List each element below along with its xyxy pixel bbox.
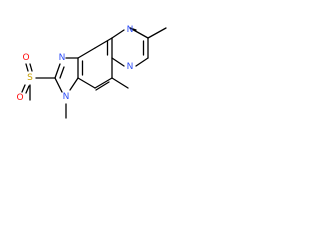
bond-s-o-top-a <box>25 63 29 72</box>
bond-c9a-c9b <box>77 47 96 59</box>
atom-nitrogen-pyrazine-top: N <box>127 25 134 35</box>
atom-oxygen-bottom: O <box>16 93 23 103</box>
bond-c9b-link <box>94 37 113 49</box>
bond-c5-c4-double <box>95 81 110 91</box>
atom-nitrogen-pyrazine-bottom: N <box>127 62 134 72</box>
bond-n-bottom-c3a <box>69 77 79 91</box>
bond-s-o-bottom-a <box>21 84 26 93</box>
atom-oxygen-top: O <box>22 53 29 63</box>
bond-c2-n-bottom <box>54 77 63 93</box>
atom-nitrogen-imidazole-top: N <box>59 53 66 63</box>
bond-c5-c4 <box>94 77 113 89</box>
bond-n-top-c2-double <box>59 66 65 79</box>
atom-label-layer: N N N N S O O <box>16 25 133 103</box>
bond-s-o-bottom-b <box>25 85 30 94</box>
bond-n-bottom-c5a <box>111 57 125 67</box>
molecule-structure: N N N N S O O <box>16 25 167 119</box>
bond-n-top-c8 <box>129 27 137 31</box>
bond-c4-c3a <box>77 77 96 89</box>
bond-methyl-pyrazine <box>147 27 167 39</box>
atom-nitrogen-imidazole-bottom: N <box>63 92 70 102</box>
bond-n-top-c2 <box>54 63 61 79</box>
bond-c10-n-bottom <box>135 57 149 67</box>
bond-n-top-c9b <box>111 29 125 39</box>
bond-methyl-benzene <box>111 77 129 89</box>
bond-layer <box>21 27 167 119</box>
atom-sulfur: S <box>27 73 33 83</box>
bond-s-o-top-b <box>29 63 33 72</box>
